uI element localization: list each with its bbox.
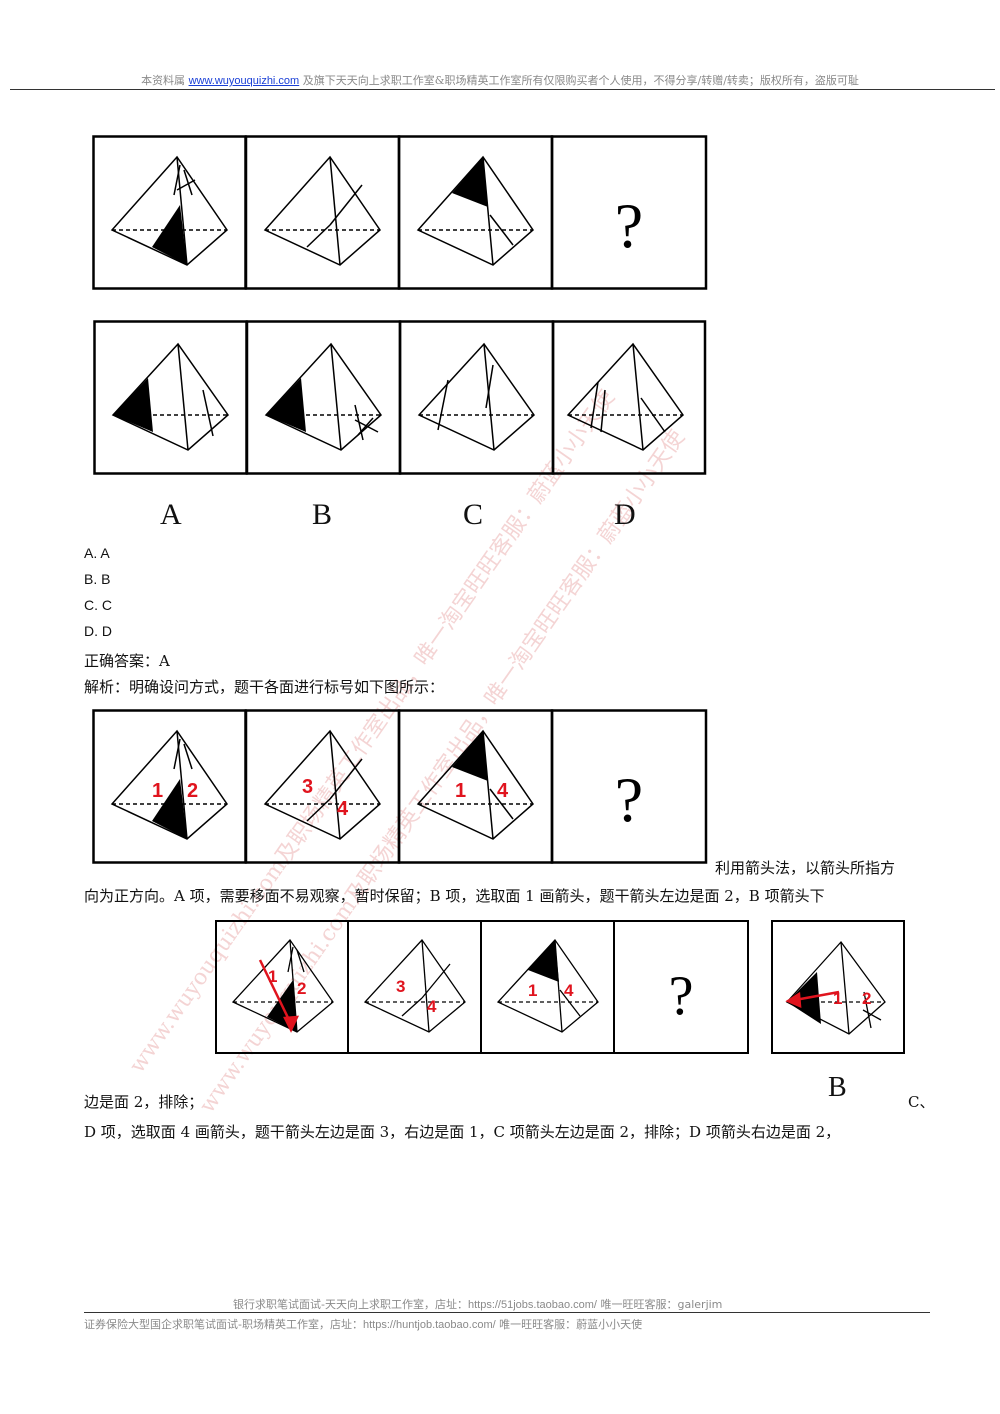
face-label-1: 1 xyxy=(833,989,842,1008)
choice-letter-b: B xyxy=(312,498,333,531)
labeled-stem-figure: 1 2 3 4 1 4 ? xyxy=(92,709,708,864)
face-label-3: 3 xyxy=(302,776,313,798)
footer-line-1: 银行求职笔试面试-天天向上求职工作室，店址：https://51jobs.tao… xyxy=(233,1296,722,1312)
face-label-1: 1 xyxy=(528,981,537,1000)
header-link[interactable]: www.wuyouquizhi.com xyxy=(188,75,300,87)
option-a[interactable]: A. A xyxy=(84,545,110,561)
choice-letter-d: D xyxy=(614,498,636,531)
face-label-1: 1 xyxy=(455,780,466,802)
footer-link[interactable]: https://51jobs.taobao.com/ xyxy=(467,1299,597,1311)
face-label-1: 1 xyxy=(268,967,277,986)
question-mark: ? xyxy=(615,764,643,835)
face-label-3: 3 xyxy=(396,977,405,996)
face-label-2: 2 xyxy=(187,780,198,802)
header-prefix: 本资料属 xyxy=(141,74,186,87)
face-label-4: 4 xyxy=(337,798,349,820)
face-label-2: 2 xyxy=(862,989,871,1008)
footer-link[interactable]: https://huntjob.taobao.com/ xyxy=(362,1319,496,1331)
paragraph-line: 边是面 2，排除； xyxy=(84,1093,204,1111)
footer-text: 银行求职笔试面试-天天向上求职工作室，店址： xyxy=(233,1298,468,1311)
side-text: 利用箭头法，以箭头所指方 xyxy=(715,859,896,877)
face-label-4: 4 xyxy=(564,981,574,1000)
header-suffix: 及旗下天天向上求职工作室&职场精英工作室所有仅限购买者个人使用，不得分享/转赠/… xyxy=(302,74,859,87)
option-b-label: B xyxy=(828,1072,847,1103)
question-mark: ? xyxy=(615,190,643,261)
choice-letter-c: C xyxy=(463,498,484,531)
footer-text: 证券保险大型国企求职笔试面试-职场精英工作室，店址： xyxy=(84,1318,363,1331)
page-header: 本资料属 www.wuyouquizhi.com 及旗下天天向上求职工作室&职场… xyxy=(0,72,1000,88)
options-figure xyxy=(93,320,707,475)
paragraph-line: 向为正方向。A 项，需要移面不易观察，暂时保留；B 项，选取面 1 画箭头，题干… xyxy=(84,887,825,905)
face-label-2: 2 xyxy=(297,979,306,998)
footer-text: 唯一旺旺客服：蔚蓝小小天使 xyxy=(495,1318,643,1331)
question-mark: ? xyxy=(669,965,694,1027)
paragraph-line: C、 xyxy=(908,1093,935,1111)
option-b-arrow-figure: 1 2 xyxy=(771,920,905,1054)
paragraph-line: D 项，选取面 4 画箭头，题干箭头左边是面 3，右边是面 1，C 项箭头左边是… xyxy=(84,1123,841,1141)
face-label-4: 4 xyxy=(427,997,437,1016)
arrow-stem-figure: 1 2 3 4 1 4 ? xyxy=(215,920,749,1054)
option-d[interactable]: D. D xyxy=(84,623,112,639)
footer-rule xyxy=(84,1312,930,1313)
face-label-1: 1 xyxy=(152,780,163,802)
option-c[interactable]: C. C xyxy=(84,597,112,613)
analysis-intro: 解析：明确设问方式，题干各面进行标号如下图所示： xyxy=(84,678,445,696)
header-rule xyxy=(10,89,995,90)
footer-line-2: 证券保险大型国企求职笔试面试-职场精英工作室，店址：https://huntjo… xyxy=(84,1316,642,1332)
correct-answer: 正确答案：A xyxy=(84,652,170,670)
footer-text: 唯一旺旺客服：galerjim xyxy=(597,1298,723,1311)
option-b[interactable]: B. B xyxy=(84,571,111,587)
question-stem-figure: ? xyxy=(92,135,708,290)
face-label-4: 4 xyxy=(497,780,509,802)
choice-letter-a: A xyxy=(160,498,182,531)
